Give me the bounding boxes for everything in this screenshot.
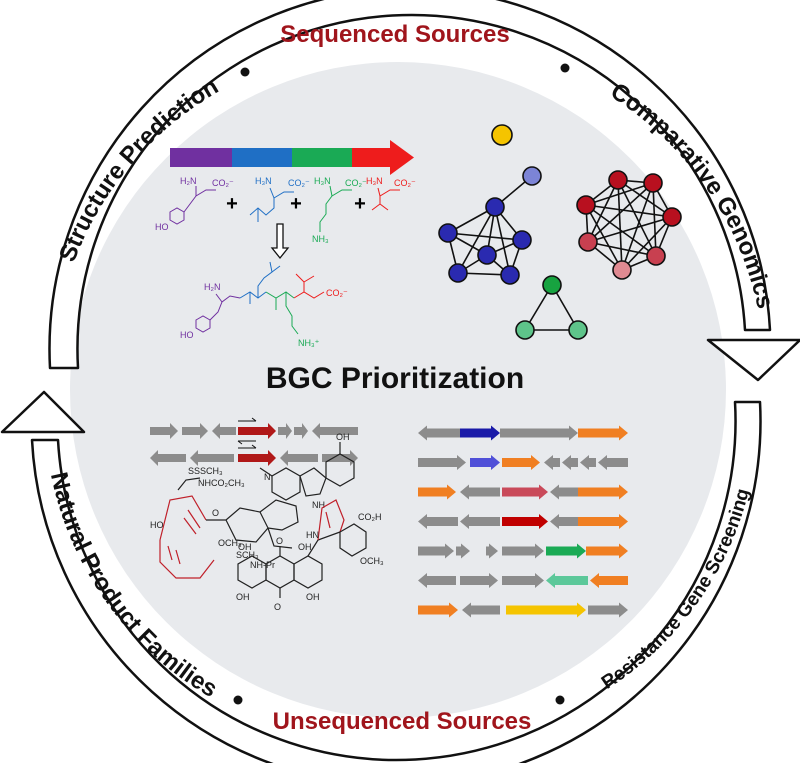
- svg-text:NHCO₂CH₃: NHCO₂CH₃: [198, 478, 245, 488]
- svg-text:HO: HO: [155, 222, 169, 232]
- amino-acid-tyrosine: H₂N CO₂⁻ HO: [155, 176, 234, 232]
- gene-arrow-icon: [460, 425, 500, 441]
- sequence-similarity-network-icon: [438, 124, 682, 340]
- gene-arrow-icon: [546, 573, 588, 588]
- svg-text:OH: OH: [238, 542, 252, 552]
- sequenced-sources-label: Sequenced Sources: [280, 21, 509, 48]
- carbazole-structure: OH N NH: [259, 432, 355, 510]
- gene-arrow-icon: [460, 484, 500, 500]
- svg-text:OCH₃: OCH₃: [360, 556, 384, 566]
- svg-text:N: N: [264, 472, 271, 482]
- gene-arrow-icon: [588, 602, 628, 618]
- gene-arrow-icon: [578, 514, 628, 529]
- biosynthetic-gene-arrow-icon: [170, 140, 414, 175]
- down-arrow-icon: [270, 223, 290, 260]
- resistance-gene-clusters: [418, 425, 628, 618]
- svg-text:O: O: [276, 536, 283, 546]
- gene-arrow-icon: [550, 514, 578, 529]
- gene-arrow-icon: [456, 543, 470, 559]
- natural-product-gene-clusters: [150, 417, 358, 466]
- svg-text:CO₂H: CO₂H: [358, 512, 382, 522]
- svg-text:OCH₃: OCH₃: [218, 538, 242, 548]
- svg-text:H₃N: H₃N: [366, 176, 383, 186]
- gene-arrow-icon: [502, 455, 540, 470]
- gene-arrow-icon: [502, 484, 548, 500]
- unsequenced-sources-label: Unsequenced Sources: [273, 708, 532, 735]
- svg-text:OH: OH: [306, 592, 320, 602]
- gene-arrow-icon: [578, 425, 628, 441]
- svg-text:NH-Pr: NH-Pr: [250, 560, 275, 570]
- gene-arrow-icon: [460, 514, 500, 529]
- svg-text:NH₃: NH₃: [312, 234, 329, 244]
- gene-arrow-icon: [470, 455, 500, 470]
- svg-text:CO₂⁻: CO₂⁻: [345, 178, 367, 188]
- gene-arrow-icon: [418, 514, 458, 529]
- svg-text:O: O: [274, 602, 281, 612]
- anthraquinone-structure: OH O OH HN CO₂H OCH₃ OH O OH: [236, 499, 384, 612]
- ring-dot: [233, 695, 243, 705]
- svg-text:HO: HO: [150, 520, 164, 530]
- gene-arrow-icon: [500, 425, 578, 441]
- gene-arrow-icon: [544, 455, 560, 470]
- gene-arrow-icon: [418, 425, 460, 441]
- gene-arrow-icon: [550, 484, 578, 500]
- gene-arrow-icon: [418, 602, 458, 618]
- gene-arrow-icon: [506, 602, 586, 618]
- svg-text:H₃N: H₃N: [314, 176, 331, 186]
- svg-text:H₂N: H₂N: [204, 282, 221, 292]
- gene-arrow-icon: [502, 543, 544, 559]
- amino-acid-valine: H₃N CO₂⁻: [366, 176, 416, 211]
- amino-acid-leucine: H₃N CO₂⁻: [249, 176, 310, 222]
- gene-arrow-icon: [590, 573, 628, 588]
- gene-cluster-row: [150, 417, 358, 445]
- svg-text:NH: NH: [312, 500, 325, 510]
- gene-arrow-icon: [502, 514, 548, 529]
- red-cluster-network: [576, 170, 682, 280]
- svg-text:H₃N: H₃N: [255, 176, 272, 186]
- gene-arrow-icon: [460, 573, 498, 588]
- plus-sign: +: [354, 193, 366, 215]
- svg-text:OH: OH: [298, 542, 312, 552]
- svg-text:CO₂⁻: CO₂⁻: [212, 178, 234, 188]
- svg-text:HO: HO: [180, 330, 194, 340]
- svg-text:CO₂⁻: CO₂⁻: [326, 288, 348, 298]
- lower-cycle-arrow-icon: [0, 390, 762, 763]
- svg-text:CO₂⁻: CO₂⁻: [288, 178, 310, 188]
- gene-arrow-icon: [586, 543, 628, 559]
- svg-text:O: O: [212, 508, 219, 518]
- gene-arrow-icon: [462, 602, 500, 618]
- ring-dot: [240, 67, 250, 77]
- amino-acid-ornithine: H₃N CO₂⁻ NH₃: [312, 176, 367, 244]
- svg-text:OH: OH: [236, 592, 250, 602]
- svg-text:HN: HN: [306, 530, 319, 540]
- gene-arrow-icon: [562, 455, 578, 470]
- gene-arrow-icon: [486, 543, 498, 559]
- gene-arrow-icon: [546, 543, 586, 559]
- peptide-product: H₂N CO₂⁻ HO NH₃⁺: [180, 261, 348, 348]
- svg-text:H₂N: H₂N: [180, 176, 197, 186]
- upper-cycle-arrow-icon: [48, 0, 800, 382]
- svg-text:OH: OH: [336, 432, 350, 442]
- gene-arrow-icon: [580, 455, 596, 470]
- gene-arrow-icon: [418, 543, 454, 559]
- svg-text:NH₃⁺: NH₃⁺: [298, 338, 320, 348]
- gene-cluster-row: [150, 444, 358, 466]
- gene-arrow-icon: [598, 455, 628, 470]
- gene-arrow-icon: [502, 573, 544, 588]
- plus-sign: +: [290, 193, 302, 215]
- enediyne-structure: SSSCH₃ NHCO₂CH₃ HO O OCH₃ SCH₃ NH-Pr: [150, 466, 299, 579]
- gene-arrow-icon: [578, 484, 628, 500]
- svg-text:SSSCH₃: SSSCH₃: [188, 466, 223, 476]
- gene-arrow-icon: [418, 455, 466, 470]
- svg-text:CO₂⁻: CO₂⁻: [394, 178, 416, 188]
- ring-dot: [560, 63, 570, 73]
- plus-sign: +: [226, 193, 238, 215]
- svg-text:SCH₃: SCH₃: [236, 550, 259, 560]
- gene-arrow-icon: [418, 573, 456, 588]
- ring-dot: [555, 695, 565, 705]
- gene-arrow-icon: [418, 484, 456, 500]
- page-title: BGC Prioritization: [266, 362, 524, 395]
